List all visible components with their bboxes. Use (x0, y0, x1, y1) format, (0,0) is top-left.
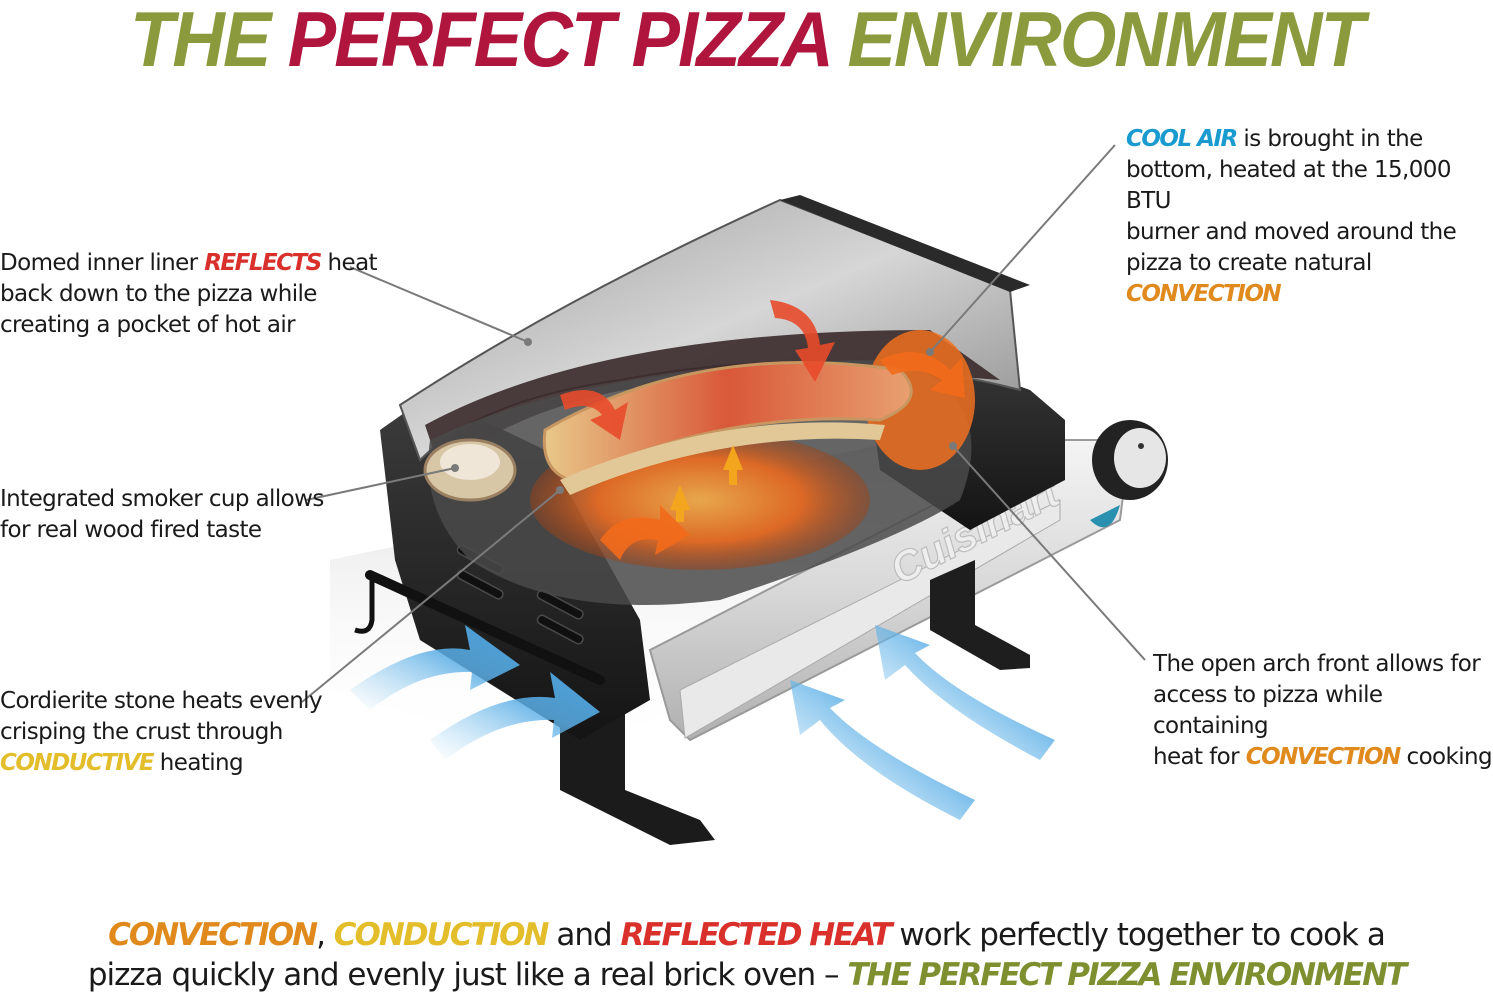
hook (354, 580, 375, 634)
rising-heat-arrows (670, 445, 743, 522)
callout-cool-air: COOL AIR is brought in the bottom, heate… (1126, 124, 1493, 310)
reflect-arrow (770, 300, 835, 382)
callout-domed-liner: Domed inner liner REFLECTS heat back dow… (0, 250, 378, 338)
title-perfect-pizza: PERFECT PIZZA (287, 0, 831, 83)
keyword-convection: CONVECTION (1245, 744, 1402, 770)
right-leg (930, 560, 1030, 670)
keyword-cool-air: COOL AIR (1126, 126, 1238, 152)
page-title: THE PERFECT PIZZA ENVIRONMENT (52, 0, 1440, 84)
control-knob (1090, 420, 1168, 528)
title-environment: ENVIRONMENT (829, 0, 1364, 83)
convection-arrow (880, 352, 965, 398)
reflect-arrow (560, 390, 628, 440)
cordierite-stone (560, 422, 885, 495)
side-handle (365, 570, 605, 685)
callout-smoker-cup: Integrated smoker cup allows for real wo… (0, 486, 324, 543)
leader-lines (301, 144, 1146, 703)
cool-air-arrows-right (790, 625, 1055, 820)
callout-cordierite-stone: Cordierite stone heats evenly crisping t… (0, 688, 323, 776)
keyword-reflects: REFLECTS (204, 250, 322, 276)
callout-open-arch: The open arch front allows for access to… (1153, 651, 1493, 770)
footer-line-1: CONVECTION, CONDUCTION and REFLECTED HEA… (108, 917, 1386, 953)
convection-arrow (600, 505, 690, 560)
cool-air-arrows-left (350, 625, 600, 760)
title-the: THE (129, 0, 288, 83)
keyword-conductive: CONDUCTIVE (0, 750, 155, 776)
keyword-convection: CONVECTION (1126, 281, 1282, 307)
footer-line-2: pizza quickly and evenly just like a rea… (87, 957, 1407, 993)
